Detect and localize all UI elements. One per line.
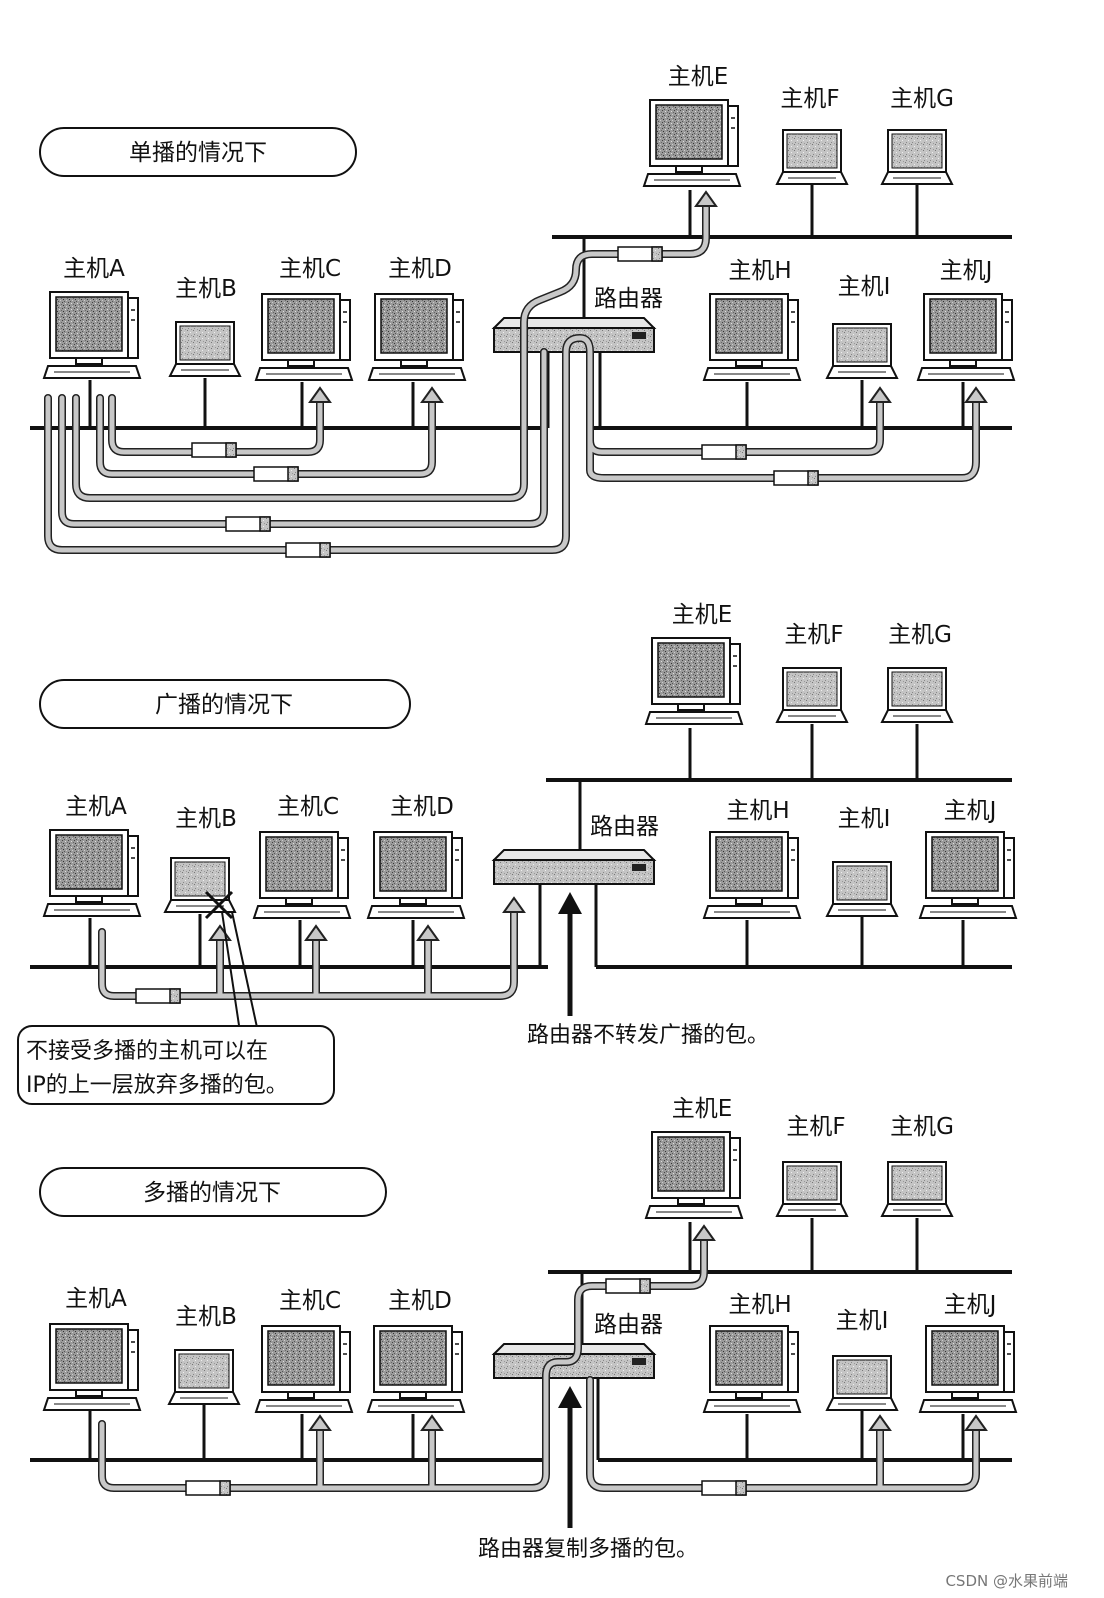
host-e-label: 主机E: [668, 64, 729, 90]
broadcast-packet-paths: [98, 902, 518, 1000]
host-e-label: 主机E: [672, 1096, 733, 1122]
host-j-label: 主机J: [944, 798, 997, 824]
host-a-label: 主机A: [65, 1286, 127, 1312]
packet-icon: [773, 470, 819, 486]
packet-icon: [617, 246, 663, 262]
host-c-desktop-icon: [253, 831, 351, 919]
host-f-label: 主机F: [786, 1114, 845, 1140]
host-j-label: 主机J: [940, 258, 993, 284]
host-j-desktop-icon: [917, 293, 1015, 381]
host-f-label: 主机F: [784, 622, 843, 648]
host-f-laptop-icon: [776, 667, 848, 723]
host-b-laptop-icon: [168, 1349, 240, 1405]
host-b-laptop-icon: [164, 857, 236, 913]
packet-icon: [701, 444, 747, 460]
packet-icon: [225, 516, 271, 532]
multicast-arrowheads: [308, 1224, 988, 1431]
panel-unicast: 单播的情况下 主机E 主机F 主机G 路由器 主机A 主机B 主机C 主机D: [30, 64, 1015, 558]
router-note: 路由器复制多播的包。: [478, 1537, 698, 1562]
host-d-label: 主机D: [390, 794, 454, 820]
callout-line-2: IP的上一层放弃多播的包。: [26, 1073, 288, 1098]
host-g-label: 主机G: [888, 622, 952, 648]
host-j-label: 主机J: [944, 1292, 997, 1318]
host-j-desktop-icon: [919, 831, 1017, 919]
host-h-label: 主机H: [728, 1292, 791, 1318]
host-c-desktop-icon: [255, 293, 353, 381]
host-g-label: 主机G: [890, 86, 954, 112]
router-icon: [493, 849, 655, 885]
router-note: 路由器不转发广播的包。: [527, 1023, 769, 1048]
host-f-laptop-icon: [776, 1161, 848, 1217]
packet-icon: [191, 442, 237, 458]
host-i-laptop-icon: [826, 323, 898, 379]
up-arrow-icon: [558, 892, 582, 914]
panel-title-pill: [39, 679, 411, 729]
host-i-label: 主机I: [836, 1308, 889, 1334]
host-g-laptop-icon: [881, 129, 953, 185]
host-i-laptop-icon: [826, 861, 898, 917]
router-label: 路由器: [594, 1312, 663, 1338]
host-b-label: 主机B: [175, 1304, 237, 1330]
panel-title: 单播的情况下: [129, 140, 267, 166]
host-e-label: 主机E: [672, 602, 733, 628]
packet-icon: [135, 988, 181, 1004]
host-b-label: 主机B: [175, 806, 237, 832]
host-i-laptop-icon: [826, 1355, 898, 1411]
router-label: 路由器: [594, 286, 663, 312]
panel-multicast: 多播的情况下 主机E 主机F 主机G 路由器 主机A 主机B 主机C 主机D: [30, 1096, 1017, 1562]
host-i-label: 主机I: [838, 806, 891, 832]
broadcast-arrowheads: [208, 896, 526, 941]
host-g-label: 主机G: [890, 1114, 954, 1140]
host-h-label: 主机H: [728, 258, 791, 284]
host-c-label: 主机C: [279, 1288, 341, 1314]
panel-title: 多播的情况下: [143, 1180, 281, 1206]
host-h-desktop-icon: [703, 293, 801, 381]
host-a-label: 主机A: [65, 794, 127, 820]
packet-icon: [701, 1480, 747, 1496]
host-b-label: 主机B: [175, 276, 237, 302]
host-c-desktop-icon: [255, 1325, 353, 1413]
host-d-desktop-icon: [367, 1325, 465, 1413]
host-d-desktop-icon: [367, 831, 465, 919]
host-a-desktop-icon: [43, 1323, 141, 1411]
host-a-desktop-icon: [43, 829, 141, 917]
callout-line-1: 不接受多播的主机可以在: [26, 1039, 268, 1064]
host-g-laptop-icon: [881, 1161, 953, 1217]
host-f-label: 主机F: [780, 86, 839, 112]
host-c-label: 主机C: [277, 794, 339, 820]
packet-icon: [185, 1480, 231, 1496]
host-h-desktop-icon: [703, 831, 801, 919]
panel-title-pill: [39, 1167, 387, 1217]
packet-icon: [253, 466, 299, 482]
host-e-desktop-icon: [643, 99, 741, 187]
panel-title: 广播的情况下: [155, 692, 293, 718]
host-i-label: 主机I: [838, 274, 891, 300]
host-h-desktop-icon: [703, 1325, 801, 1413]
host-h-label: 主机H: [726, 798, 789, 824]
packet-icon: [285, 542, 331, 558]
host-b-laptop-icon: [169, 321, 241, 377]
watermark: CSDN @水果前端: [945, 1572, 1068, 1590]
host-g-laptop-icon: [881, 667, 953, 723]
panel-broadcast: 广播的情况下 主机E 主机F 主机G 路由器 主机A 主机B 主机C 主机D: [17, 602, 1017, 1105]
host-d-label: 主机D: [388, 256, 452, 282]
host-c-label: 主机C: [279, 256, 341, 282]
host-a-desktop-icon: [43, 291, 141, 379]
up-arrow-icon: [558, 1386, 582, 1408]
packet-icon: [605, 1278, 651, 1294]
host-j-desktop-icon: [919, 1325, 1017, 1413]
panel-title-pill: [39, 127, 357, 177]
host-a-label: 主机A: [63, 256, 125, 282]
host-e-desktop-icon: [645, 637, 743, 725]
unicast-arrowheads: [308, 190, 988, 403]
host-f-laptop-icon: [776, 129, 848, 185]
host-d-desktop-icon: [368, 293, 466, 381]
discard-x-icon: [204, 890, 234, 920]
router-label: 路由器: [590, 814, 659, 840]
host-e-desktop-icon: [645, 1131, 743, 1219]
multicast-packet-paths: [98, 1228, 980, 1492]
host-d-label: 主机D: [388, 1288, 452, 1314]
callout-box: [17, 1025, 335, 1105]
